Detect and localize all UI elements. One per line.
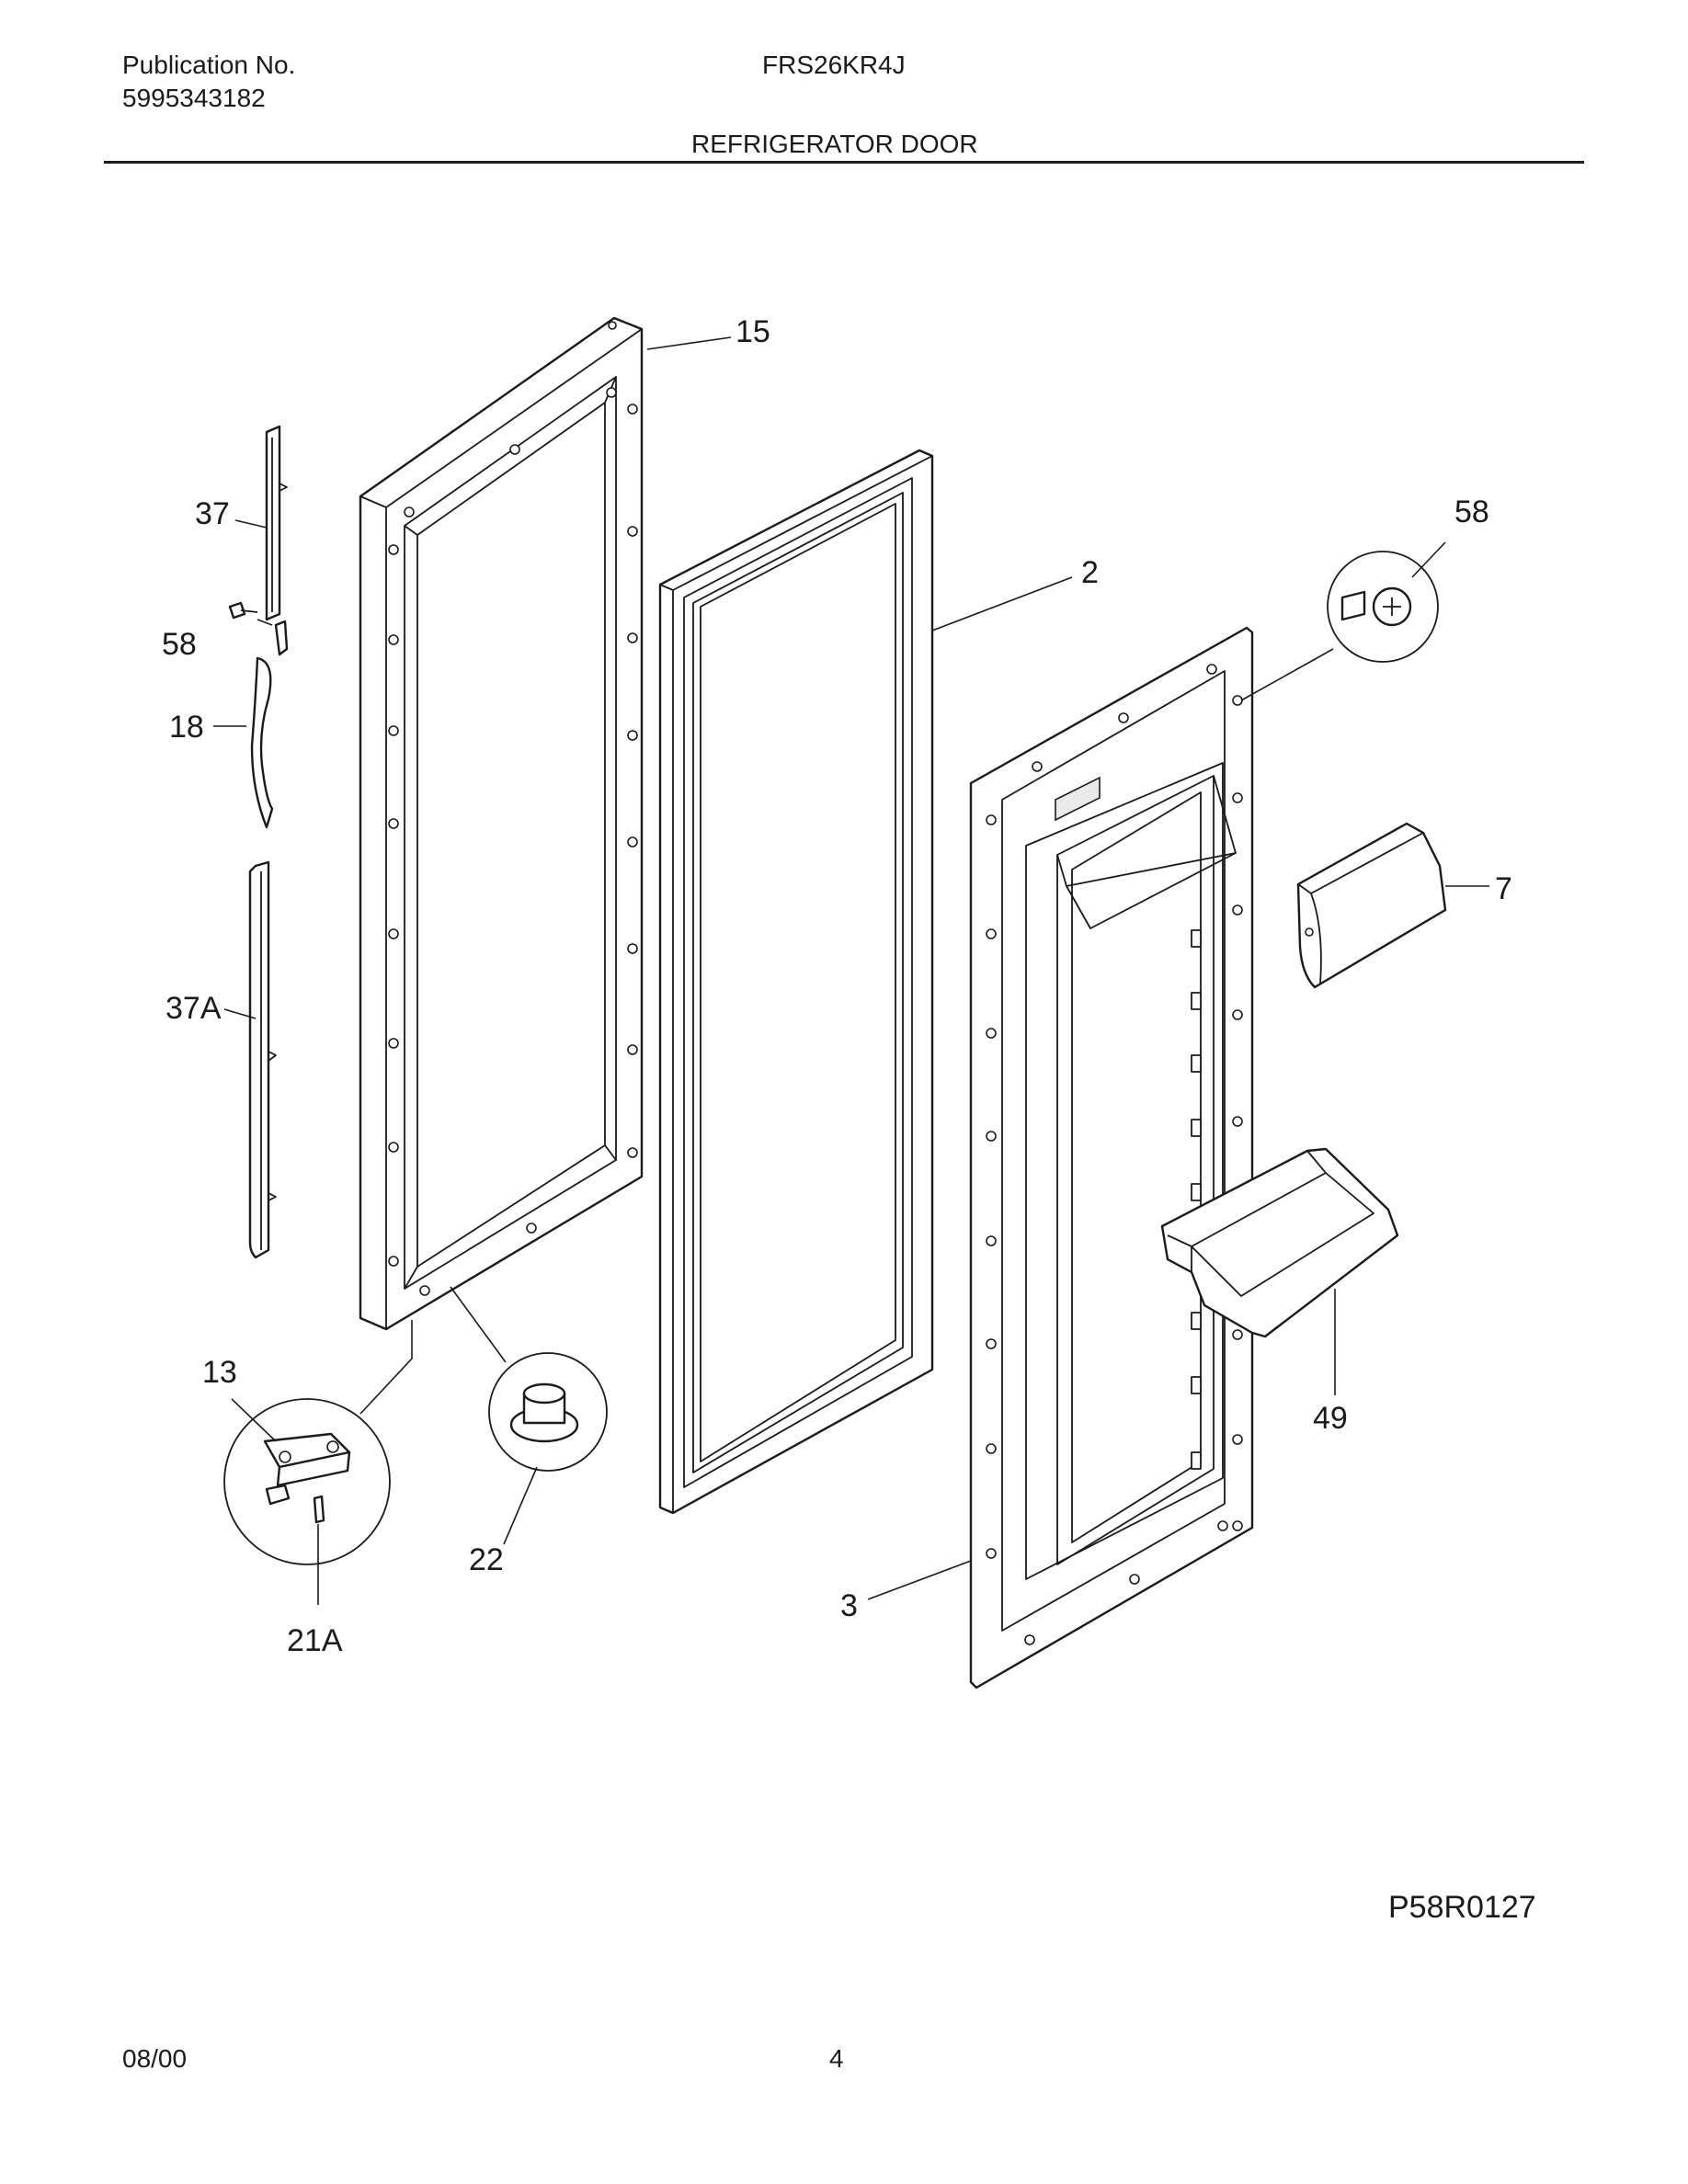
leader-15 (646, 336, 732, 350)
bushing-detail-circle (488, 1352, 608, 1472)
section-title: REFRIGERATOR DOOR (691, 130, 978, 158)
leader-22 (503, 1466, 538, 1545)
callout-18: 18 (169, 710, 204, 745)
inner-door-panel-part-3 (969, 626, 1254, 1689)
handle-trim-part-37 (265, 425, 288, 621)
model-number: FRS26KR4J (762, 51, 906, 79)
callout-22: 22 (469, 1542, 504, 1577)
leader-bushing-detail (450, 1286, 507, 1363)
page-number: 4 (829, 2044, 844, 2073)
dairy-cover-part-7 (1296, 822, 1447, 989)
footer-date: 08/00 (122, 2044, 188, 2073)
publication-number: 5995343182 (122, 84, 266, 112)
hinge-detail-circle (223, 1398, 391, 1565)
leader-58-left (257, 619, 273, 626)
header-rule (104, 161, 1584, 164)
door-liner-part-2 (658, 449, 934, 1515)
callout-3: 3 (840, 1588, 858, 1623)
screw-part-58-left (228, 601, 258, 620)
leader-hinge-detail (359, 1320, 413, 1415)
leader-37a (223, 1008, 257, 1019)
handle-trim-part-37a (248, 860, 277, 1259)
callout-58-left: 58 (162, 627, 197, 662)
callout-37: 37 (195, 496, 230, 531)
publication-label: Publication No. (122, 51, 296, 79)
leader-37 (234, 519, 268, 529)
callout-37a: 37A (165, 991, 222, 1026)
door-handle-part-18 (250, 620, 289, 829)
callout-58-right: 58 (1454, 495, 1489, 529)
callout-7: 7 (1495, 871, 1512, 906)
callout-15: 15 (736, 314, 770, 349)
door-bin-part-49 (1160, 1147, 1399, 1338)
leader-3 (867, 1560, 972, 1600)
leader-13 (231, 1398, 277, 1442)
screw-detail-circle (1327, 551, 1439, 663)
leader-58-right (1411, 541, 1446, 578)
drawing-code: P58R0127 (1388, 1890, 1536, 1925)
leader-2 (931, 576, 1073, 631)
door-frame-part-15 (359, 316, 644, 1331)
callout-2: 2 (1081, 555, 1099, 590)
leader-screw-detail (1240, 648, 1334, 701)
callout-49: 49 (1313, 1401, 1348, 1436)
callout-13: 13 (202, 1355, 237, 1390)
callout-21a: 21A (287, 1623, 343, 1658)
